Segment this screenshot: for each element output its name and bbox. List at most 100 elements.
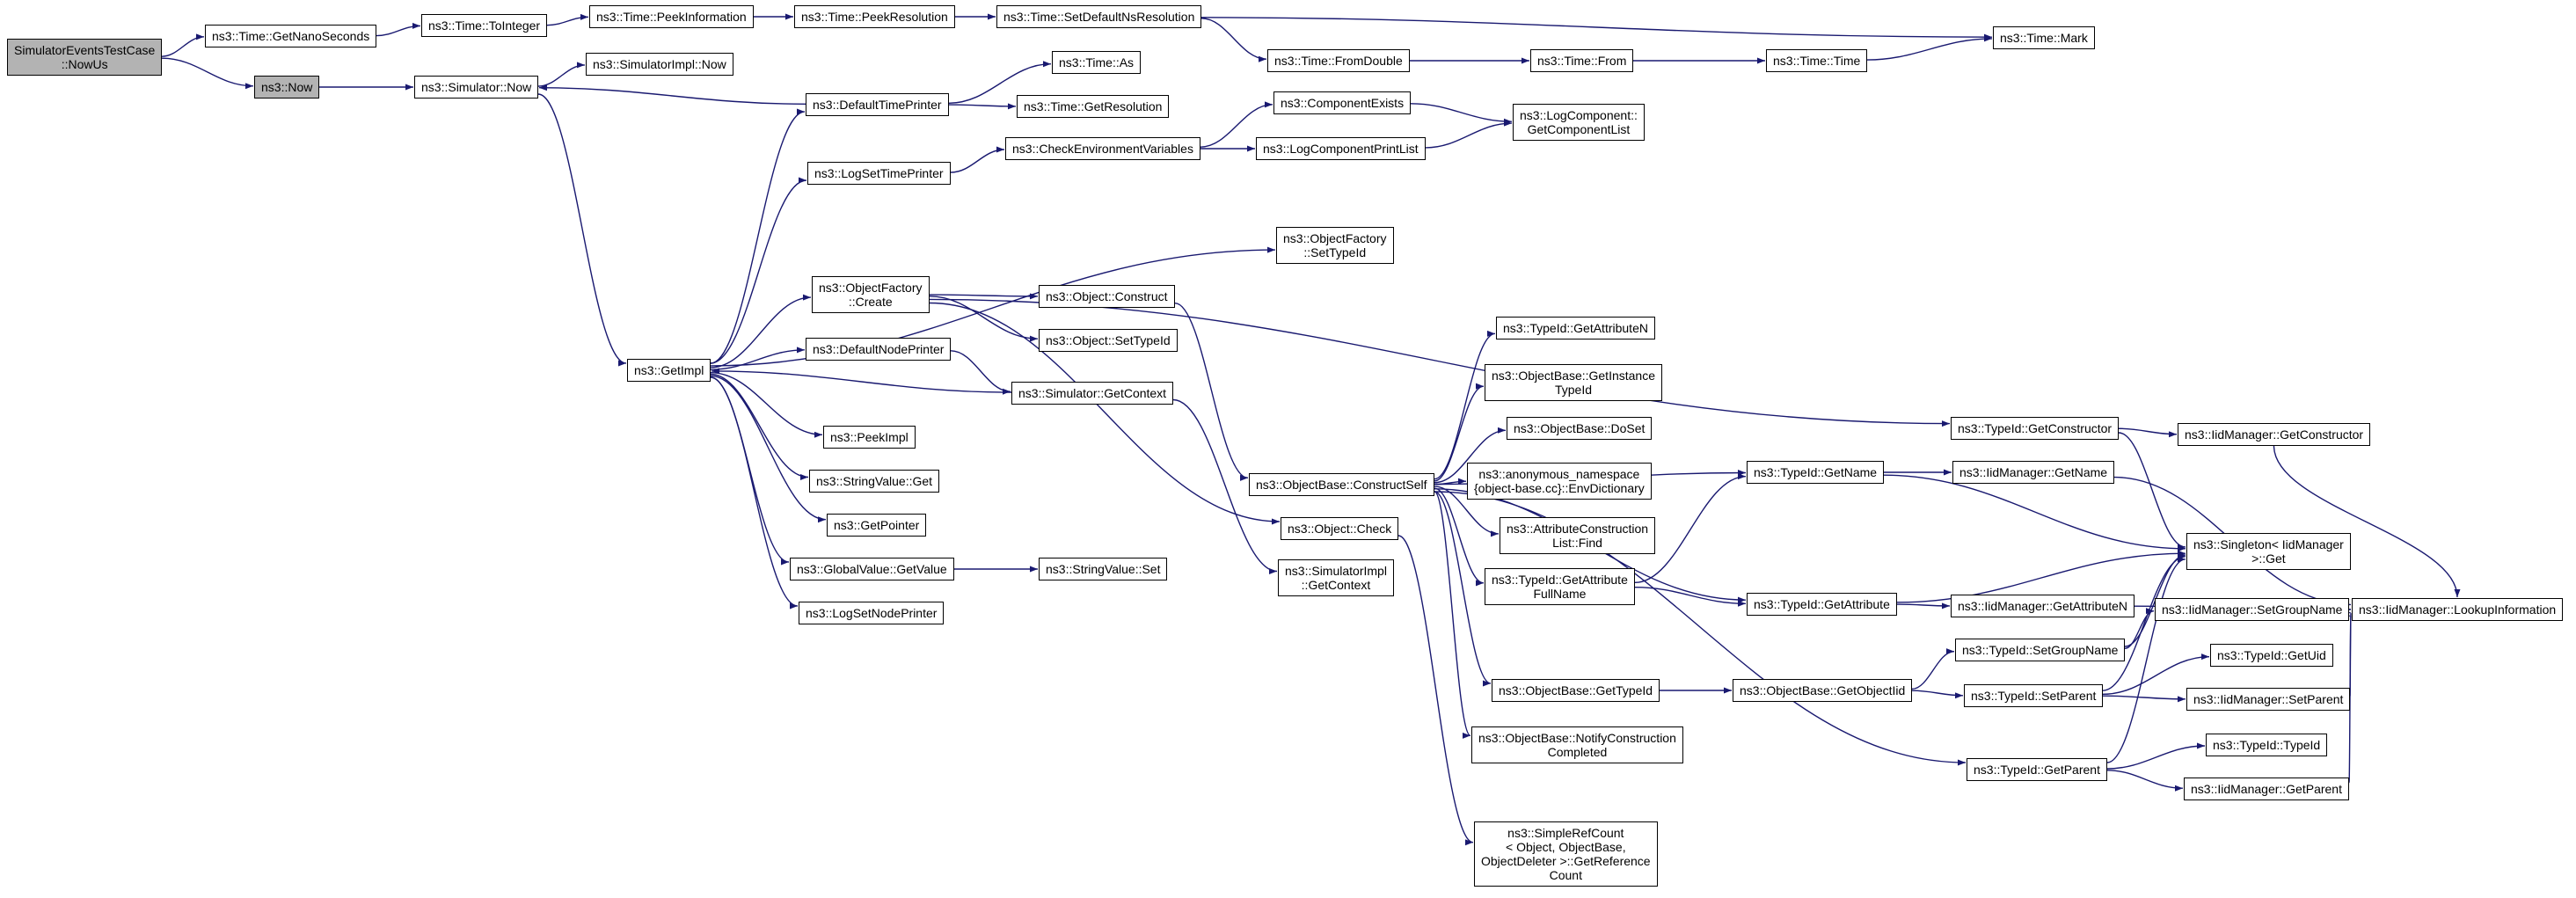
node-peekinformation[interactable]: ns3::Time::PeekInformation (589, 5, 754, 28)
node-iidgetconstructor[interactable]: ns3::IidManager::GetConstructor (2178, 423, 2371, 446)
edge-factorycreate-to-objconstruct (929, 293, 1039, 300)
node-objcheck[interactable]: ns3::Object::Check (1281, 517, 1399, 540)
edge-typeidgetparent-to-iidgetparent (2106, 770, 2184, 792)
node-constructself[interactable]: ns3::ObjectBase::ConstructSelf (1249, 473, 1434, 496)
edge-simnow-to-getimpl (537, 93, 627, 367)
edge-factorycreate-to-objcheck (929, 302, 1281, 525)
edge-checkenv-to-componentexists (1200, 101, 1273, 148)
edge-typeidgetparent-to-typeidtypeid (2106, 742, 2206, 770)
edge-getattributefullname-to-typeidgetattribute (1634, 587, 1747, 607)
edge-getobjectiid-to-typeidsetparent (1911, 690, 1964, 699)
node-tointeger[interactable]: ns3::Time::ToInteger (421, 14, 548, 37)
edge-simgetcontext-to-getimpl (711, 368, 1012, 393)
node-getattributefullname[interactable]: ns3::TypeId::GetAttribute FullName (1485, 568, 1635, 605)
node-getcomponentlist[interactable]: ns3::LogComponent:: GetComponentList (1513, 104, 1645, 141)
node-getobjectiid[interactable]: ns3::ObjectBase::GetObjectIid (1733, 679, 1913, 702)
edge-setdefaultnsresolution-to-mark (1200, 17, 1993, 40)
edge-nowus-to-now (161, 57, 254, 90)
node-logsettimeprinter[interactable]: ns3::LogSetTimePrinter (807, 162, 951, 185)
edge-getimpl-to-stringvalueget (710, 373, 809, 480)
node-defaulttimeprinter[interactable]: ns3::DefaultTimePrinter (806, 93, 949, 116)
node-singletonget[interactable]: ns3::Singleton< IidManager >::Get (2186, 533, 2351, 570)
edge-getimpl-to-logsettimeprinter (710, 177, 807, 364)
node-typeidgetconstructor[interactable]: ns3::TypeId::GetConstructor (1951, 417, 2120, 440)
node-iidsetgroupname[interactable]: ns3::IidManager::SetGroupName (2155, 598, 2350, 621)
node-checkenv[interactable]: ns3::CheckEnvironmentVariables (1005, 137, 1200, 160)
node-iidsetparent[interactable]: ns3::IidManager::SetParent (2186, 688, 2351, 711)
edge-defaultnodeprinter-to-simgetcontext (950, 350, 1011, 395)
node-typeidsetparent[interactable]: ns3::TypeId::SetParent (1964, 684, 2104, 707)
node-envdictionary[interactable]: ns3::anonymous_namespace {object-base.cc… (1467, 463, 1652, 500)
node-globalvaluegetvalue[interactable]: ns3::GlobalValue::GetValue (790, 558, 954, 580)
node-printlist[interactable]: ns3::LogComponentPrintList (1256, 137, 1426, 160)
node-typeidgetattributen[interactable]: ns3::TypeId::GetAttributeN (1496, 317, 1655, 339)
node-objectbasegettypeid[interactable]: ns3::ObjectBase::GetTypeId (1492, 679, 1660, 702)
node-getresolution[interactable]: ns3::Time::GetResolution (1017, 95, 1170, 118)
node-typeidsetgroupname[interactable]: ns3::TypeId::SetGroupName (1955, 639, 2126, 661)
edge-getimpl-to-factorysettypeid (710, 246, 1276, 367)
node-factorysettypeid[interactable]: ns3::ObjectFactory ::SetTypeId (1276, 227, 1394, 264)
edge-typeidsetparent-to-iidsetparent (2102, 695, 2186, 703)
node-objsettypeid[interactable]: ns3::Object::SetTypeId (1039, 329, 1178, 352)
node-typeidgetparent[interactable]: ns3::TypeId::GetParent (1967, 758, 2107, 781)
edge-getimpl-to-defaulttimeprinter (710, 108, 806, 364)
edge-typeidgetparent-to-singletonget (2106, 556, 2186, 763)
node-timeas[interactable]: ns3::Time::As (1052, 51, 1142, 74)
node-defaultnodeprinter[interactable]: ns3::DefaultNodePrinter (806, 338, 952, 361)
node-typeidgetname[interactable]: ns3::TypeId::GetName (1747, 461, 1885, 484)
node-getreferencecount[interactable]: ns3::SimpleRefCount < Object, ObjectBase… (1474, 821, 1658, 887)
node-peekimpl[interactable]: ns3::PeekImpl (823, 426, 916, 449)
node-iidgetparent[interactable]: ns3::IidManager::GetParent (2184, 778, 2349, 800)
node-lookupinformation[interactable]: ns3::IidManager::LookupInformation (2352, 598, 2564, 621)
node-fromdouble[interactable]: ns3::Time::FromDouble (1267, 49, 1410, 72)
edge-constructself-to-notifyconstructioncompleted (1434, 491, 1471, 739)
node-setdefaultnsresolution[interactable]: ns3::Time::SetDefaultNsResolution (996, 5, 1202, 28)
node-stringvalueget[interactable]: ns3::StringValue::Get (809, 470, 940, 493)
edge-typeidgetattribute-to-singletonget (1896, 550, 2186, 603)
edge-typeidsetparent-to-singletonget (2102, 553, 2186, 691)
edge-constructself-to-getinstancetypeid (1434, 383, 1485, 482)
node-timetime[interactable]: ns3::Time::Time (1766, 49, 1868, 72)
node-typeidgetuid[interactable]: ns3::TypeId::GetUid (2210, 644, 2333, 667)
node-simimplnow[interactable]: ns3::SimulatorImpl::Now (586, 53, 733, 76)
node-getnanoseconds[interactable]: ns3::Time::GetNanoSeconds (205, 25, 377, 47)
edge-typeidsetparent-to-typeidgetuid (2102, 653, 2210, 696)
edge-defaulttimeprinter-to-getresolution (948, 103, 1017, 110)
node-typeidtypeid[interactable]: ns3::TypeId::TypeId (2206, 734, 2328, 756)
node-getinstancetypeid[interactable]: ns3::ObjectBase::GetInstance TypeId (1485, 364, 1662, 401)
node-typeidgetattribute[interactable]: ns3::TypeId::GetAttribute (1747, 593, 1897, 616)
node-from[interactable]: ns3::Time::From (1530, 49, 1634, 72)
node-now[interactable]: ns3::Now (254, 76, 320, 99)
node-simimplgetcontext[interactable]: ns3::SimulatorImpl ::GetContext (1278, 559, 1394, 596)
edge-getobjectiid-to-typeidsetgroupname (1911, 648, 1955, 690)
edge-componentexists-to-getcomponentlist (1410, 103, 1513, 125)
edge-defaulttimeprinter-to-simnow (538, 84, 806, 105)
edge-typeidgetattribute-to-iidgetattributen (1896, 602, 1951, 610)
node-iidgetattributen[interactable]: ns3::IidManager::GetAttributeN (1951, 595, 2135, 617)
node-iidgetname[interactable]: ns3::IidManager::GetName (1952, 461, 2115, 484)
node-stringvalueset[interactable]: ns3::StringValue::Set (1039, 558, 1168, 580)
node-mark[interactable]: ns3::Time::Mark (1993, 26, 2095, 49)
node-getimpl[interactable]: ns3::GetImpl (627, 359, 712, 382)
edge-factorycreate-to-typeidgetconstructor (929, 298, 1951, 427)
edge-constructself-to-aclfind (1434, 486, 1500, 537)
node-logsetnodeprinter[interactable]: ns3::LogSetNodePrinter (799, 602, 945, 624)
node-nowus[interactable]: SimulatorEventsTestCase ::NowUs (7, 39, 163, 76)
node-simgetcontext[interactable]: ns3::Simulator::GetContext (1011, 382, 1174, 405)
edge-factorycreate-to-objsettypeid (929, 296, 1039, 342)
edge-constructself-to-typeidgetattributen (1434, 330, 1496, 480)
node-peekresolution[interactable]: ns3::Time::PeekResolution (794, 5, 955, 28)
edge-typeidgetname-to-singletonget (1883, 474, 2186, 552)
node-notifyconstructioncompleted[interactable]: ns3::ObjectBase::NotifyConstruction Comp… (1471, 726, 1683, 763)
edge-typeidgetconstructor-to-singletonget (2118, 432, 2186, 551)
node-simnow[interactable]: ns3::Simulator::Now (414, 76, 539, 99)
edge-constructself-to-typeidgetparent (1434, 491, 1967, 766)
node-objconstruct[interactable]: ns3::Object::Construct (1039, 285, 1175, 308)
node-componentexists[interactable]: ns3::ComponentExists (1273, 91, 1412, 114)
node-aclfind[interactable]: ns3::AttributeConstruction List::Find (1500, 517, 1656, 554)
node-getpointer[interactable]: ns3::GetPointer (827, 514, 927, 537)
node-doset[interactable]: ns3::ObjectBase::DoSet (1507, 417, 1653, 440)
node-factorycreate[interactable]: ns3::ObjectFactory ::Create (812, 276, 930, 313)
edge-getimpl-to-peekimpl (710, 372, 823, 438)
